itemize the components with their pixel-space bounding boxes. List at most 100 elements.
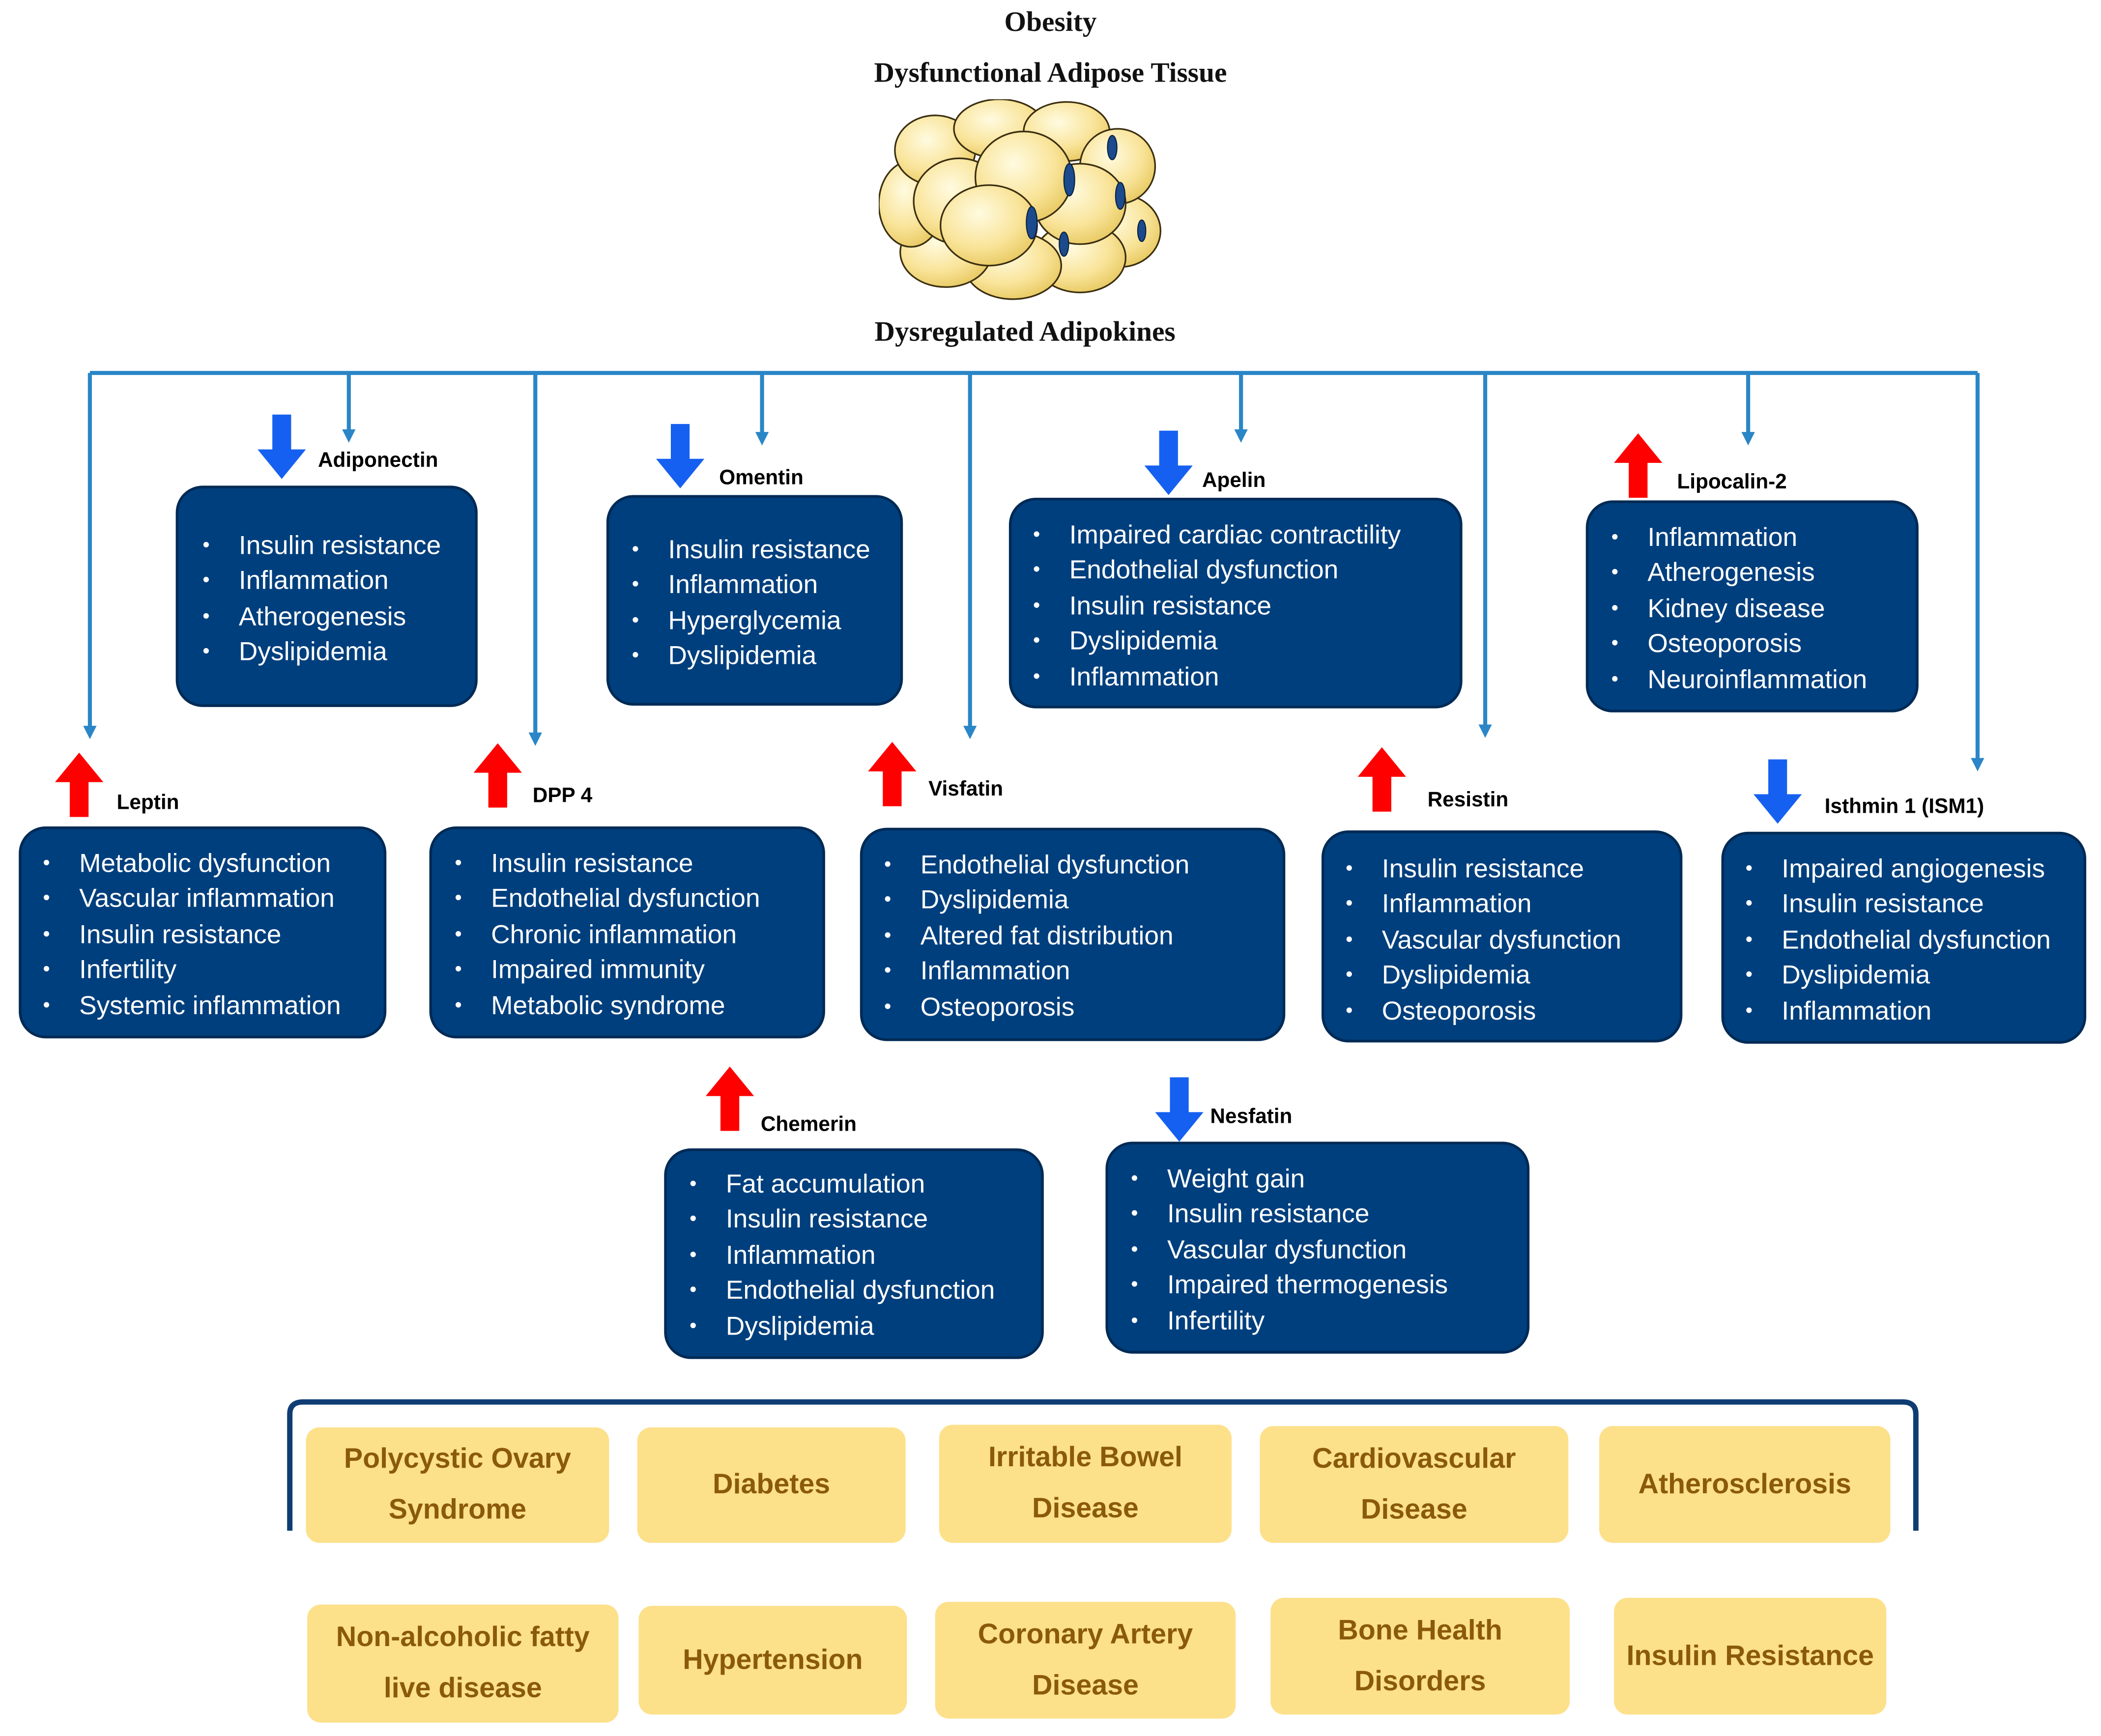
isthmin-decrease-arrow-icon [1753, 759, 1802, 824]
adipokine-box-resistin: Insulin resistance Inflammation Vascular… [1321, 830, 1683, 1043]
disease-label: Disease [1032, 1493, 1139, 1524]
disease-label: Bone Health [1338, 1614, 1502, 1646]
effect-item: Kidney disease [1612, 592, 1867, 627]
effect-item: Atherogenesis [1612, 556, 1867, 592]
effect-item: Inflammation [690, 1238, 995, 1274]
disease-hypertension: Hypertension [638, 1606, 907, 1715]
effect-item: Insulin resistance [1131, 1197, 1448, 1233]
effect-item: Infertility [43, 953, 341, 989]
resistin-increase-arrow-icon [1357, 747, 1406, 812]
adipokine-box-apelin: Impaired cardiac contractility Endotheli… [1008, 497, 1463, 709]
effect-item: Insulin resistance [202, 529, 441, 565]
effect-item: Impaired thermogenesis [1131, 1268, 1448, 1304]
effect-item: Metabolic dysfunction [43, 847, 341, 882]
disease-label: Disease [1032, 1669, 1139, 1701]
effect-item: Dyslipidemia [1746, 958, 2051, 994]
effect-item: Dyslipidemia [690, 1309, 995, 1345]
effect-item: Metabolic syndrome [455, 988, 760, 1024]
disease-label: Polycystic Ovary [344, 1443, 571, 1475]
effect-item: Altered fat distribution [884, 919, 1190, 955]
leptin-increase-arrow-icon [55, 752, 104, 817]
effect-item: Atherogenesis [202, 599, 441, 635]
disease-label: Non-alcoholic fatty [336, 1622, 590, 1653]
effect-item: Inflammation [884, 954, 1190, 990]
adipokine-name-resistin: Resistin [1427, 789, 1509, 812]
effect-item: Endothelial dysfunction [1033, 553, 1401, 589]
diagram-title: Obesity [1004, 5, 1097, 38]
effect-item: Inflammation [202, 564, 441, 600]
omentin-decrease-arrow-icon [656, 424, 705, 488]
effect-item: Inflammation [1612, 520, 1867, 556]
disease-label: Atherosclerosis [1638, 1468, 1851, 1500]
adipokine-box-nesfatin: Weight gain Insulin resistance Vascular … [1105, 1141, 1530, 1354]
adipokine-name-lipocalin: Lipocalin-2 [1677, 471, 1787, 494]
effect-item: Weight gain [1131, 1162, 1448, 1197]
effect-item: Vascular dysfunction [1131, 1233, 1448, 1269]
effect-item: Fat accumulation [690, 1167, 995, 1203]
disease-insulin-resistance: Insulin Resistance [1614, 1597, 1887, 1715]
disease-label: Hypertension [683, 1644, 863, 1675]
effect-item: Hyperglycemia [632, 603, 870, 639]
adipokine-box-omentin: Insulin resistance Inflammation Hypergly… [606, 495, 903, 706]
effect-item: Insulin resistance [43, 917, 341, 953]
effect-item: Neuroinflammation [1612, 662, 1867, 698]
effect-item: Endothelial dysfunction [1746, 923, 2051, 959]
adipokine-name-apelin: Apelin [1202, 469, 1266, 493]
adipokine-name-dpp4: DPP 4 [532, 785, 593, 808]
apelin-decrease-arrow-icon [1144, 430, 1193, 495]
effect-item: Inflammation [632, 568, 870, 604]
effect-item: Vascular inflammation [43, 882, 341, 918]
effect-item: Vascular dysfunction [1346, 923, 1621, 959]
adipokine-box-lipocalin: Inflammation Atherogenesis Kidney diseas… [1585, 500, 1919, 712]
effect-item: Insulin resistance [1746, 887, 2051, 923]
effect-item: Dyslipidemia [1346, 958, 1621, 994]
effect-item: Insulin resistance [1346, 852, 1621, 888]
effect-item: Endothelial dysfunction [455, 882, 760, 918]
adipokine-box-leptin: Metabolic dysfunction Vascular inflammat… [19, 826, 387, 1039]
effect-item: Impaired immunity [455, 953, 760, 989]
effect-item: Inflammation [1033, 659, 1401, 695]
effect-item: Chronic inflammation [455, 917, 760, 953]
disease-label: Irritable Bowel [988, 1442, 1182, 1473]
effect-item: Impaired cardiac contractility [1033, 518, 1401, 554]
effect-item: Osteoporosis [1346, 994, 1621, 1029]
disease-label: Cardiovascular [1312, 1443, 1516, 1474]
disease-label: Diabetes [713, 1469, 831, 1500]
disease-diabetes: Diabetes [637, 1427, 906, 1543]
effect-item: Insulin resistance [1033, 589, 1401, 625]
adipokine-name-leptin: Leptin [116, 791, 179, 815]
adipokine-name-omentin: Omentin [719, 467, 804, 490]
effect-item: Infertility [1131, 1304, 1448, 1339]
disease-label: Disorders [1354, 1665, 1486, 1697]
dpp4-increase-arrow-icon [473, 743, 522, 808]
effect-item: Inflammation [1346, 887, 1621, 923]
disease-label: Coronary Artery [978, 1619, 1193, 1650]
adipokine-box-adiponectin: Insulin resistance Inflammation Atheroge… [175, 485, 478, 707]
branch-label: Dysregulated Adipokines [874, 315, 1176, 348]
adipokine-box-chemerin: Fat accumulation Insulin resistance Infl… [664, 1148, 1044, 1359]
effect-item: Systemic inflammation [43, 988, 341, 1024]
adipokine-box-dpp4: Insulin resistance Endothelial dysfuncti… [429, 826, 825, 1039]
effect-item: Dyslipidemia [632, 639, 870, 675]
effect-item: Inflammation [1746, 994, 2051, 1029]
lipocalin-increase-arrow-icon [1614, 433, 1663, 498]
effect-item: Dyslipidemia [1033, 624, 1401, 660]
adipokine-name-isthmin: Isthmin 1 (ISM1) [1824, 796, 1985, 819]
effect-item: Endothelial dysfunction [690, 1274, 995, 1309]
visfatin-increase-arrow-icon [868, 741, 917, 806]
adipose-cells-illustration [879, 99, 1162, 300]
adipokine-name-nesfatin: Nesfatin [1210, 1105, 1293, 1129]
adipokine-name-adiponectin: Adiponectin [317, 449, 438, 473]
disease-atherosclerosis: Atherosclerosis [1599, 1426, 1891, 1543]
effect-item: Insulin resistance [632, 533, 870, 569]
effect-item: Insulin resistance [455, 847, 760, 882]
effect-item: Dyslipidemia [202, 635, 441, 671]
disease-label: Disease [1360, 1494, 1468, 1525]
